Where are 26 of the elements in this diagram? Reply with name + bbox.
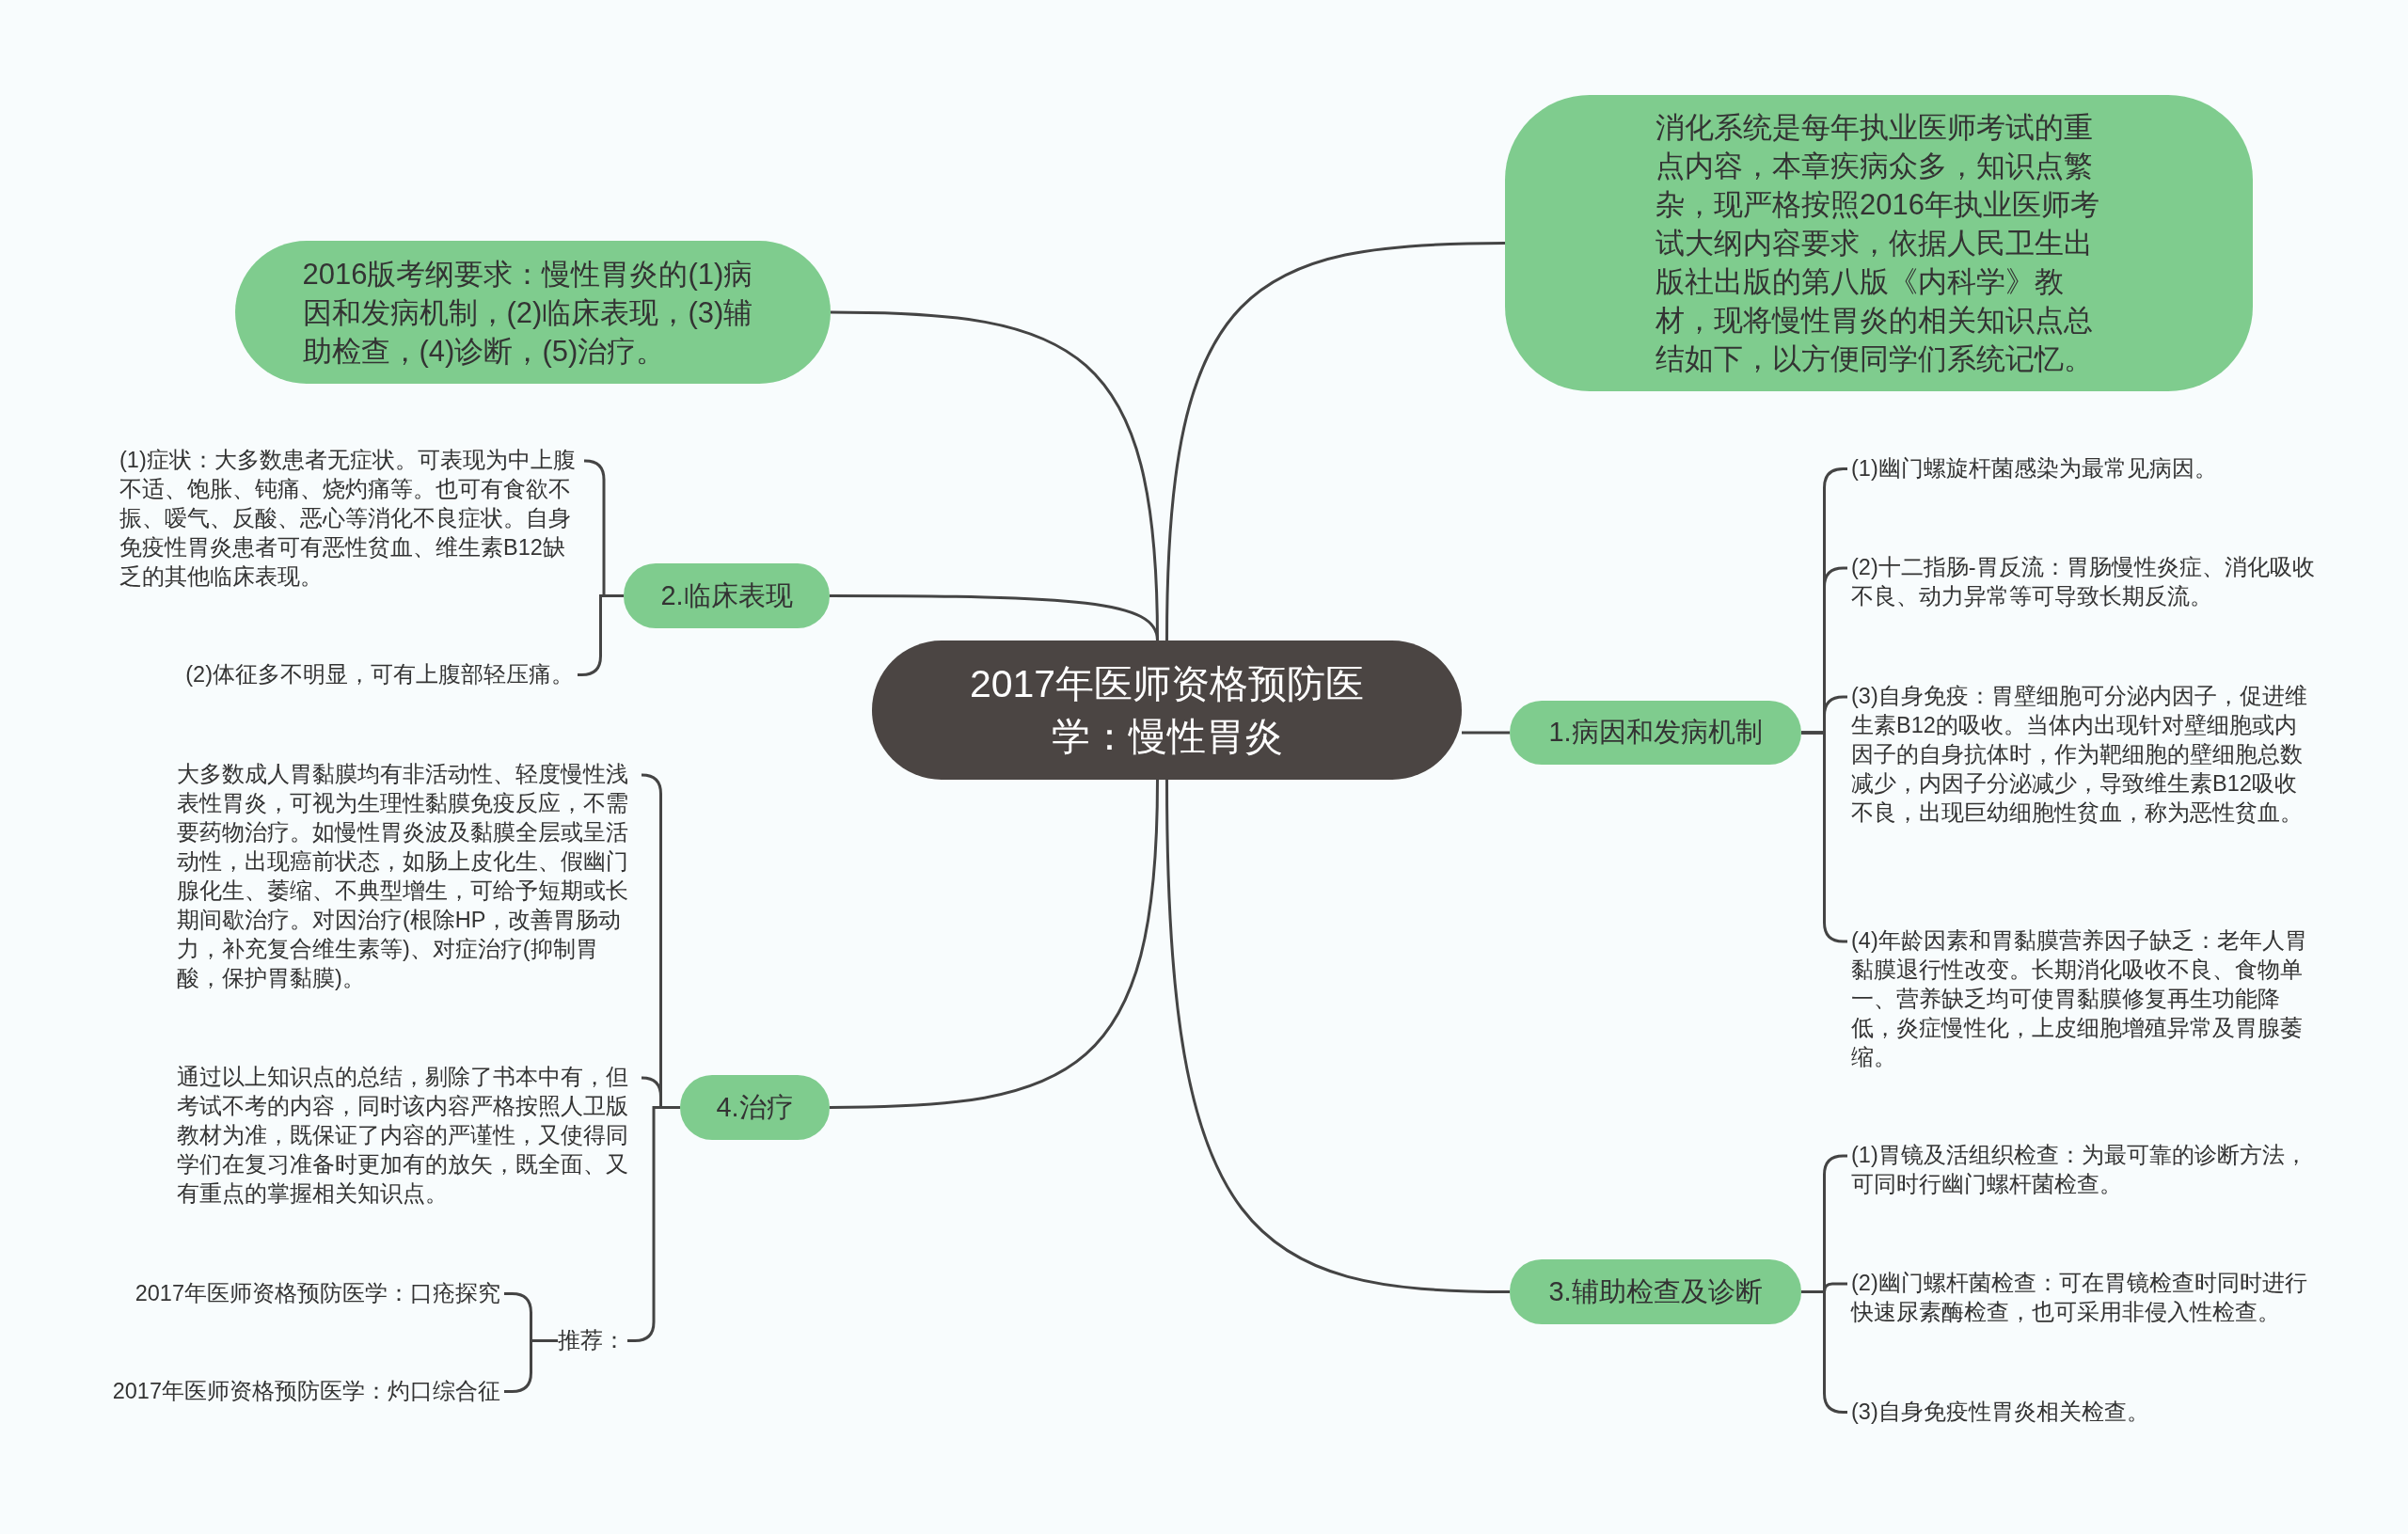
connector-line (830, 594, 1159, 641)
note-text: (1)幽门螺旋杆菌感染为最常见病因。 (1851, 454, 2317, 483)
note-text: 通过以上知识点的总结，剔除了书本中有，但考试不考的内容，同时该内容严格按照人卫版教材为准，既保证了内容的严谨性，又使得同学们在复习准备时更加有的放矢，既全面、又有重点的掌握相关知识点。 (177, 1063, 638, 1209)
connector-line (829, 779, 1159, 1109)
note-text: (2)幽门螺杆菌检查：可在胃镜检查时同时进行快速尿素酶检查，也可采用非侵入性检查。 (1851, 1269, 2317, 1327)
note-text: 2017年医师资格预防医学：灼口综合征 (75, 1377, 500, 1406)
note-text: (2)体征多不明显，可有上腹部轻压痛。 (179, 660, 574, 689)
note-text: (4)年龄因素和胃黏膜营养因子缺乏：老年人胃黏膜退行性改变。长期消化吸收不良、食物单一、营养缺乏均可使胃黏膜修复再生功能降低，炎症慢性化，上皮细胞增殖异常及胃腺萎缩。 (1851, 926, 2317, 1072)
branch-pill: 3.辅助检查及诊断 (1510, 1259, 1801, 1324)
note-text: (1)症状：大多数患者无症状。可表现为中上腹不适、饱胀、钝痛、烧灼痛等。也可有食欲不振、嗳气、反酸、恶心等消化不良症状。自身免疫性胃炎患者可有恶性贫血、维生素B12缺乏的其他临床表现。 (119, 446, 580, 592)
branch-pill: 1.病因和发病机制 (1510, 701, 1801, 765)
topic-pill: 消化系统是每年执业医师考试的重点内容，本章疾病众多，知识点繁杂，现严格按照2016年执业医师考试大纲内容要求，依据人民卫生出版社出版的第八版《内科学》教材，现将慢性胃炎的相关知识点总结如下，以方便同学们系统记忆。 (1505, 95, 2253, 391)
connector-line (1165, 242, 1506, 641)
note-text: (3)自身免疫：胃壁细胞可分泌内因子，促进维生素B12的吸收。当体内出现针对壁细胞或内因子的自身抗体时，作为靶细胞的壁细胞总数减少，内因子分泌减少，导致维生素B12吸收不良，出现巨幼细胞性贫血，称为恶性贫血。 (1851, 682, 2317, 828)
central-topic: 2017年医师资格预防医学：慢性胃炎 (872, 640, 1462, 780)
connector-line (1165, 779, 1511, 1293)
note-text: (2)十二指肠-胃反流：胃肠慢性炎症、消化吸收不良、动力异常等可导致长期反流。 (1851, 553, 2317, 611)
note-text: (1)胃镜及活组织检查：为最可靠的诊断方法，可同时行幽门螺杆菌检查。 (1851, 1141, 2317, 1199)
topic-pill: 2016版考纲要求：慢性胃炎的(1)病因和发病机制，(2)临床表现，(3)辅助检查，(4)诊断，(5)治疗。 (235, 241, 831, 384)
branch-pill: 2.临床表现 (624, 563, 830, 628)
connector-line (1462, 731, 1510, 735)
note-text: 推荐： (558, 1326, 624, 1355)
note-text: 大多数成人胃黏膜均有非活动性、轻度慢性浅表性胃炎，可视为生理性黏膜免疫反应，不需要药物治疗。如慢性胃炎波及黏膜全层或呈活动性，出现癌前状态，如肠上皮化生、假幽门腺化生、萎缩、不典型增生，可给予短期或长期间歇治疗。对因治疗(根除HP，改善胃肠动力，补充复合维生素等)、对症治疗(抑制胃酸，保护胃黏膜)。 (177, 760, 638, 993)
note-text: (3)自身免疫性胃炎相关检查。 (1851, 1398, 2317, 1427)
branch-pill: 4.治疗 (680, 1075, 830, 1140)
note-text: 2017年医师资格预防医学：口疮探究 (94, 1279, 500, 1308)
